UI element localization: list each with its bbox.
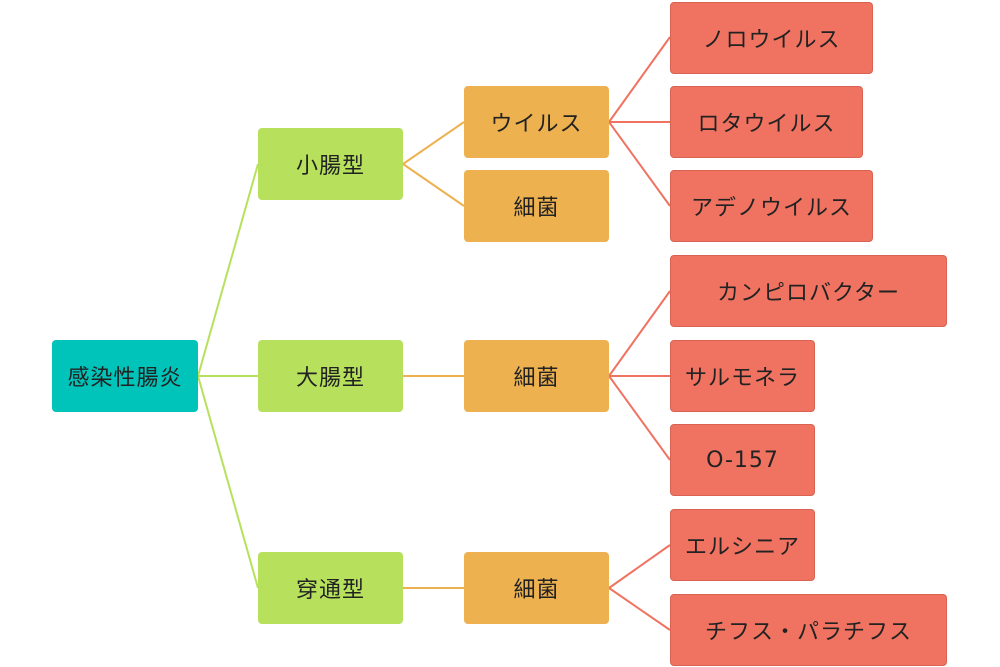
- node-small-intestine-virus: ウイルス: [464, 86, 609, 158]
- node-yersinia: エルシニア: [670, 509, 815, 581]
- node-typhoid-paratyphoid: チフス・パラチフス: [670, 594, 947, 666]
- node-label: O-157: [706, 447, 779, 473]
- node-label: 小腸型: [295, 154, 365, 179]
- connector-root-penetrating: [197, 375, 259, 589]
- connector-small-virus: [402, 121, 465, 165]
- node-label: ノロウイルス: [702, 28, 841, 53]
- connector-bacteria-o157: [608, 375, 671, 461]
- connector-small-bacteria: [402, 163, 465, 207]
- node-salmonella: サルモネラ: [670, 340, 815, 412]
- node-large-intestine-bacteria: 細菌: [464, 340, 609, 412]
- node-label: チフス・パラチフス: [704, 620, 912, 645]
- node-o157: O-157: [670, 424, 815, 496]
- node-label: 細菌: [513, 196, 560, 221]
- node-label: カンピロバクター: [716, 281, 901, 306]
- node-label: ウイルス: [490, 112, 583, 137]
- root-node-infectious-enteritis: 感染性腸炎: [52, 340, 198, 412]
- node-label: 穿通型: [295, 578, 365, 603]
- node-label: 大腸型: [295, 366, 365, 391]
- node-norovirus: ノロウイルス: [670, 2, 873, 74]
- node-penetrating-bacteria: 細菌: [464, 552, 609, 624]
- node-label: アデノウイルス: [690, 196, 852, 221]
- node-label: 細菌: [513, 366, 560, 391]
- node-adenovirus: アデノウイルス: [670, 170, 873, 242]
- connector-bacteria-yersinia: [608, 544, 671, 589]
- connector-bacteria-campylobacter: [608, 290, 671, 377]
- node-label: サルモネラ: [684, 366, 800, 391]
- node-label: 細菌: [513, 578, 560, 603]
- connector-virus-norovirus: [608, 36, 671, 123]
- connector-root-small-intestine: [197, 163, 259, 377]
- root-node-label: 感染性腸炎: [67, 366, 183, 391]
- node-large-intestine-type: 大腸型: [258, 340, 403, 412]
- node-small-intestine-bacteria: 細菌: [464, 170, 609, 242]
- node-label: ロタウイルス: [697, 112, 836, 137]
- node-campylobacter: カンピロバクター: [670, 255, 947, 327]
- node-rotavirus: ロタウイルス: [670, 86, 863, 158]
- node-penetrating-type: 穿通型: [258, 552, 403, 624]
- connector-bacteria-typhoid: [608, 587, 671, 631]
- node-label: エルシニア: [684, 535, 800, 560]
- connector-virus-adenovirus: [608, 121, 671, 207]
- node-small-intestine-type: 小腸型: [258, 128, 403, 200]
